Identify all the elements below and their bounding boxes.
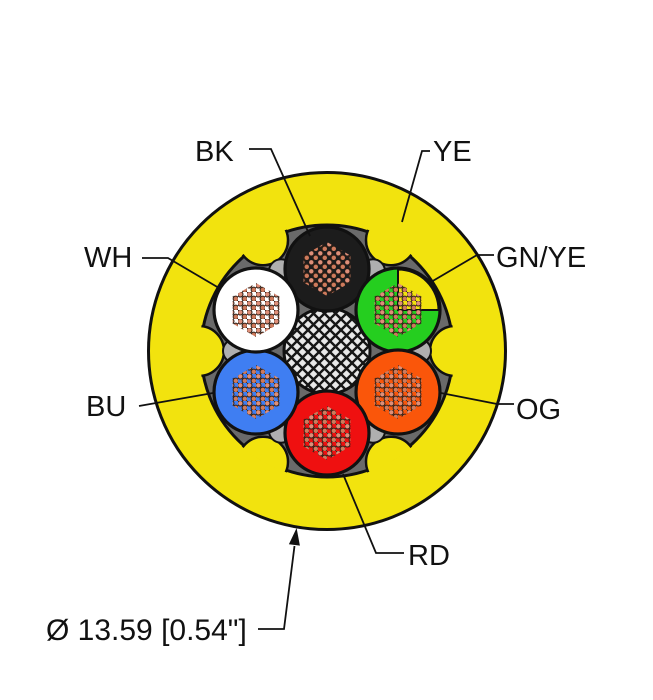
label-rd: RD (408, 540, 450, 572)
leader-rd (342, 473, 404, 554)
conductor-rd-strands (303, 406, 351, 460)
leader-lines (138, 148, 514, 630)
conductor-bu-strands (232, 365, 280, 419)
leader-gnye (430, 254, 494, 283)
dimension-arrowhead-icon (288, 528, 300, 546)
label-bk: BK (195, 136, 234, 168)
label-bu: BU (86, 391, 126, 423)
conductor-rd (283, 389, 371, 477)
conductor-bk-strands (303, 242, 351, 296)
label-ye: YE (433, 136, 472, 168)
label-wh: WH (84, 242, 132, 274)
label-gnye: GN/YE (496, 242, 586, 274)
leader-bu (138, 392, 214, 407)
leader-og (440, 392, 514, 405)
conductor-wh (212, 266, 300, 354)
conductor-gnye-strands (374, 283, 422, 337)
conductor-og-strands (374, 365, 422, 419)
dimension-label: Ø 13.59 [0.54"] (46, 614, 247, 647)
conductor-bu (212, 348, 300, 436)
conductor-wh-strands (232, 283, 280, 337)
conductor-bk (283, 225, 371, 313)
dimension-leader (258, 545, 296, 630)
label-og: OG (516, 394, 561, 426)
leader-wh (142, 257, 220, 289)
conductor-gnye (354, 266, 442, 354)
leader-bk (249, 148, 311, 237)
conductor-og (354, 348, 442, 436)
leader-ye (401, 150, 430, 223)
